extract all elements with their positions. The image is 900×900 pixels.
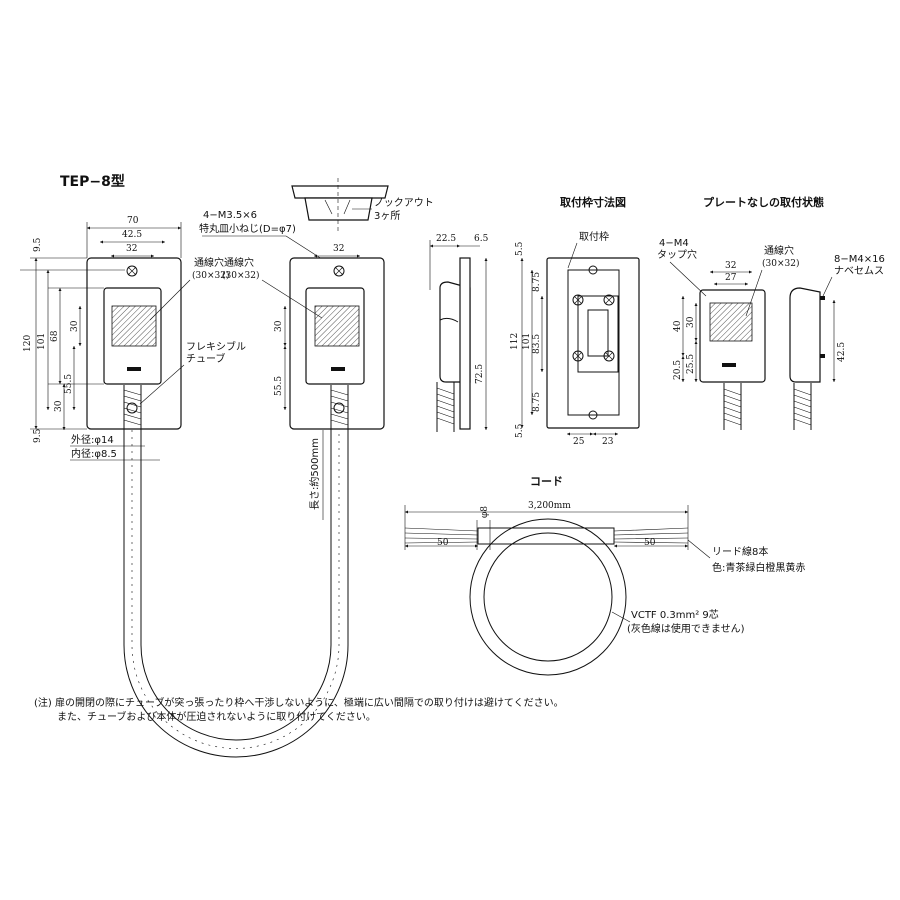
page-title: TEP−8型 xyxy=(60,173,125,190)
frame-dim-8-75-a: 8.75 xyxy=(532,272,542,292)
left-plate-view: 70 42.5 32 9.5 120 101 68 30 55.5 30 9.5… xyxy=(20,216,246,461)
no-plate-dim-32: 32 xyxy=(725,261,736,271)
wire-hole-size-1: (30×32) xyxy=(192,270,229,281)
dim-55-5-b: 55.5 xyxy=(274,376,284,396)
lead-wires-colors: 色:青茶緑白橙黒黄赤 xyxy=(712,561,805,574)
flex-tube-label-2: チューブ xyxy=(186,352,225,365)
frame-dim-5-5-a: 5.5 xyxy=(515,241,525,256)
knockout-label: ノックアウト xyxy=(374,197,434,209)
cord-dim-50-left: 50 xyxy=(437,538,449,548)
frame-dim-5-5-b: 5.5 xyxy=(515,423,525,438)
dim-30-c: 30 xyxy=(274,320,284,332)
dim-42-5: 42.5 xyxy=(122,230,142,240)
flex-tube-u xyxy=(123,430,349,758)
middle-plate-view: 32 30 55.5 通線穴 (30×32) 長さ:約500mm xyxy=(222,244,385,520)
no-plate-dim-42-5: 42.5 xyxy=(837,342,847,362)
vctf-note: (灰色線は使用できません) xyxy=(627,622,745,635)
cord-diameter: φ8 xyxy=(480,506,490,518)
frame-view: 取付枠 5.5 8.75 112 101 83.5 8.75 5.5 25 23 xyxy=(510,230,640,447)
flex-tube-side xyxy=(436,382,455,432)
dim-101: 101 xyxy=(37,333,47,350)
pan-screw-label-2: ナベセムス xyxy=(834,265,884,277)
no-plate-dim-27: 27 xyxy=(725,273,737,283)
heading-frame-dims: 取付枠寸法図 xyxy=(560,195,626,209)
frame-dim-23: 23 xyxy=(602,437,614,447)
flex-tube-label: フレキシブル xyxy=(186,340,246,353)
no-plate-dim-20-5: 20.5 xyxy=(673,360,683,380)
frame-dim-8-75-b: 8.75 xyxy=(532,392,542,412)
heading-no-plate: プレートなしの取付状態 xyxy=(703,195,824,209)
frame-dim-112: 112 xyxy=(510,333,520,350)
dim-30-b: 30 xyxy=(54,400,64,412)
wire-hole-size-3: (30×32) xyxy=(762,258,799,269)
screw-spec: 4−M3.5×6 xyxy=(203,210,257,221)
frame-dim-25: 25 xyxy=(573,437,585,447)
no-plate-dim-30: 30 xyxy=(686,316,696,328)
no-plate-view: 4−M4 タップ穴 通線穴 (30×32) 32 27 40 30 20.5 2… xyxy=(657,238,885,430)
tube-length: 長さ:約500mm xyxy=(308,438,321,510)
vctf-label: VCTF 0.3mm² 9芯 xyxy=(631,608,719,621)
flex-tube-upper-left xyxy=(123,385,142,430)
wire-hole-size-2: (30×32) xyxy=(222,270,259,281)
dim-9-5-a: 9.5 xyxy=(33,237,43,252)
frame-dim-101: 101 xyxy=(522,333,532,350)
dim-72-5: 72.5 xyxy=(475,364,485,384)
knockout-part: ノックアウト 3ヶ所 xyxy=(291,178,434,232)
dim-6-5: 6.5 xyxy=(474,234,489,244)
heading-cord: コード xyxy=(530,475,563,488)
side-view: 22.5 6.5 72.5 xyxy=(429,234,489,432)
frame-label: 取付枠 xyxy=(579,230,609,243)
pan-screw-label: 8−M4×16 xyxy=(834,254,885,265)
outer-diameter: 外径:φ14 xyxy=(71,433,114,446)
dim-30-a: 30 xyxy=(70,320,80,332)
knockout-count: 3ヶ所 xyxy=(374,210,400,222)
screw-name: 特丸皿小ねじ(D=φ7) xyxy=(199,222,296,235)
dim-9-5-b: 9.5 xyxy=(33,428,43,443)
inner-diameter: 内径:φ8.5 xyxy=(71,447,117,460)
dim-32-a: 32 xyxy=(126,244,137,254)
dim-55-5-a: 55.5 xyxy=(64,374,74,394)
flex-tube-no-plate xyxy=(723,383,742,430)
cord-view: 3,200mm φ8 50 50 リード線8本 色:青茶緑白橙黒黄赤 VCTF … xyxy=(404,501,805,676)
tap-hole-label: 4−M4 xyxy=(659,238,689,249)
cord-dim-50-right: 50 xyxy=(644,538,656,548)
dim-68: 68 xyxy=(50,330,60,342)
cord-length: 3,200mm xyxy=(528,501,571,511)
lead-wires-label: リード線8本 xyxy=(712,545,768,558)
no-plate-dim-25-5: 25.5 xyxy=(686,354,696,374)
frame-screws xyxy=(572,294,615,362)
dim-22-5: 22.5 xyxy=(436,234,456,244)
flex-tube-no-plate-side xyxy=(793,383,812,430)
cord-lead-wires xyxy=(404,527,689,545)
note-line-1: (注) 扉の開閉の際にチューブが突っ張ったり枠へ干渉しないように、極端に広い間隔… xyxy=(34,696,564,709)
wire-hole-label-2: 通線穴 xyxy=(224,256,254,269)
note-line-2: また、チューブおよび本体が圧迫されないように取り付けてください。 xyxy=(57,710,376,723)
wire-hole-label-3: 通線穴 xyxy=(764,244,794,257)
flex-tube-upper-middle xyxy=(330,385,349,430)
dim-120: 120 xyxy=(23,335,33,352)
frame-dim-83-5: 83.5 xyxy=(532,334,542,354)
wire-hole-label-1: 通線穴 xyxy=(194,256,224,269)
no-plate-dim-40: 40 xyxy=(673,320,683,332)
dim-32-b: 32 xyxy=(333,244,344,254)
dim-70: 70 xyxy=(127,216,139,226)
tap-hole-label-2: タップ穴 xyxy=(657,248,697,261)
